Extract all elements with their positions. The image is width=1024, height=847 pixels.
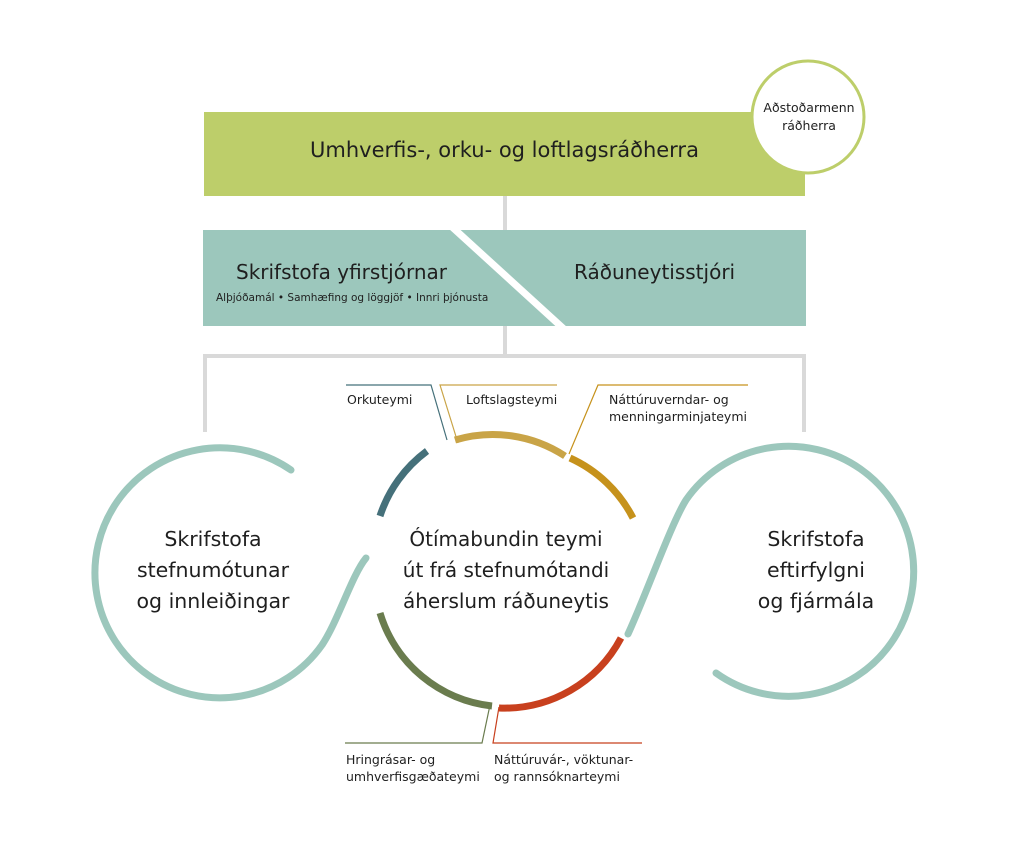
- office-right-line-2: eftirfylgni: [766, 558, 865, 582]
- aide-label-line-2: ráðherra: [782, 118, 836, 133]
- circular-team-arc: [376, 611, 493, 710]
- office-right-line-3: og fjármála: [757, 589, 875, 613]
- office-left-line-3: og innleiðingar: [136, 589, 290, 613]
- climate-team-leader: [439, 384, 557, 444]
- nature-team-label: Náttúruverndar- og menningarminjateymi: [609, 391, 747, 425]
- secretary-general-title: Ráðuneytisstjóri: [574, 260, 736, 284]
- circular-team-leader: [345, 704, 491, 744]
- energy-team-leader: [346, 384, 448, 441]
- monitoring-team-arc: [498, 636, 625, 712]
- office-divider: [448, 223, 568, 333]
- nature-team-leader: [568, 384, 748, 455]
- temporary-teams-line-3: áherslum ráðuneytis: [403, 589, 609, 613]
- office-left-line-1: Skrifstofa: [164, 527, 262, 551]
- executive-office-areas: Alþjóðamál • Samhæfing og löggjöf • Innr…: [216, 292, 489, 304]
- minister-box: [204, 112, 805, 196]
- energy-team-label: Orkuteymi: [347, 392, 413, 407]
- circular-team-label-line-2: umhverfisgæðateymi: [346, 769, 480, 784]
- office-left-line-2: stefnumótunar: [136, 558, 290, 582]
- aide-label: Aðstoðarmenn ráðherra: [753, 99, 865, 135]
- nature-team-arc: [568, 454, 637, 520]
- executive-office-title: Skrifstofa yfirstjórnar: [236, 260, 447, 284]
- nature-team-label-line-1: Náttúruverndar- og: [609, 392, 729, 407]
- nature-team-label-line-2: menningarminjateymi: [609, 409, 747, 424]
- temporary-teams-line-2: út frá stefnumótandi: [402, 558, 610, 582]
- monitoring-team-label-line-2: og rannsóknarteymi: [494, 769, 620, 784]
- circular-team-label-line-1: Hringrásar- og: [346, 752, 436, 767]
- climate-team-label: Loftslagsteymi: [466, 392, 558, 407]
- office-left-arc: [91, 444, 370, 702]
- monitoring-team-leader: [492, 706, 642, 744]
- monitoring-team-label-line-1: Náttúruvár-, vöktunar-: [494, 752, 634, 767]
- office-right-arc: [624, 442, 918, 700]
- temporary-teams-line-1: Ótímabundin teymi: [409, 527, 603, 551]
- temporary-teams-label: Ótímabundin teymi út frá stefnumótandi á…: [380, 524, 632, 617]
- office-right-label: Skrifstofa eftirfylgni og fjármála: [703, 524, 929, 617]
- circular-team-label: Hringrásar- og umhverfisgæðateymi: [346, 751, 480, 785]
- aide-label-line-1: Aðstoðarmenn: [763, 100, 855, 115]
- aide-circle: [750, 59, 866, 175]
- climate-team-arc: [454, 430, 567, 459]
- office-left-label: Skrifstofa stefnumótunar og innleiðingar: [100, 524, 326, 617]
- office-right-line-1: Skrifstofa: [767, 527, 865, 551]
- monitoring-team-label: Náttúruvár-, vöktunar- og rannsóknarteym…: [494, 751, 633, 785]
- energy-team-arc: [376, 448, 430, 518]
- minister-title: Umhverfis-, orku- og loftlagsráðherra: [310, 138, 699, 162]
